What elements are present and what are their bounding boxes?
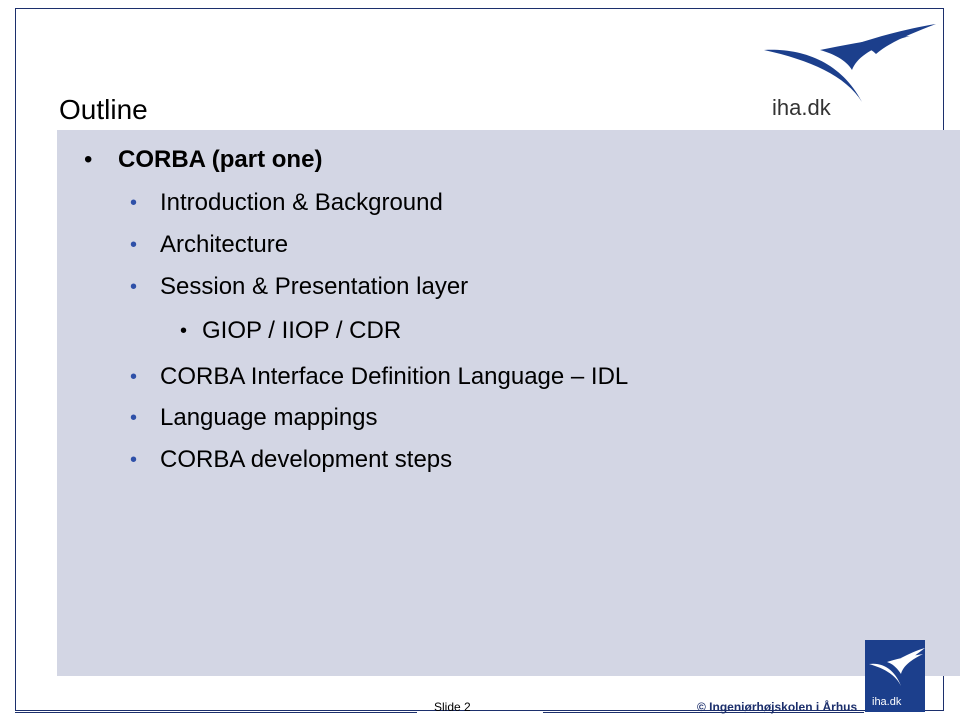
content-panel bbox=[57, 130, 960, 676]
list-item: CORBA development steps bbox=[160, 446, 453, 473]
list-item: CORBA (part one) bbox=[118, 146, 323, 173]
bullet-icon: • bbox=[130, 234, 138, 256]
list-item: GIOP / IIOP / CDR bbox=[202, 317, 402, 344]
list-item: Session & Presentation layer bbox=[160, 273, 469, 300]
slide-title: Outline bbox=[59, 94, 148, 125]
iha-logo-small-icon bbox=[869, 648, 925, 686]
bullet-icon: • bbox=[130, 407, 138, 429]
footer-logo bbox=[865, 640, 925, 712]
list-item: CORBA Interface Definition Language – ID… bbox=[160, 363, 629, 390]
list-item: Language mappings bbox=[160, 404, 378, 431]
bullet-icon: • bbox=[130, 449, 138, 471]
slide-number: Slide 2 bbox=[434, 700, 471, 714]
bullet-icon: • bbox=[130, 192, 138, 214]
logo-text: iha.dk bbox=[772, 95, 831, 120]
list-item: Architecture bbox=[160, 231, 289, 258]
copyright-text: © Ingeniørhøjskolen i Århus bbox=[697, 700, 858, 714]
bullet-icon: • bbox=[180, 320, 188, 342]
iha-logo-icon bbox=[764, 24, 936, 102]
footer-logo-text: iha.dk bbox=[872, 696, 902, 708]
footer-line-left bbox=[15, 712, 417, 713]
bullet-icon: • bbox=[130, 276, 138, 298]
footer-line-right bbox=[543, 712, 864, 713]
bullet-icon: • bbox=[84, 146, 93, 173]
bullet-icon: • bbox=[130, 366, 138, 388]
list-item: Introduction & Background bbox=[160, 189, 443, 216]
